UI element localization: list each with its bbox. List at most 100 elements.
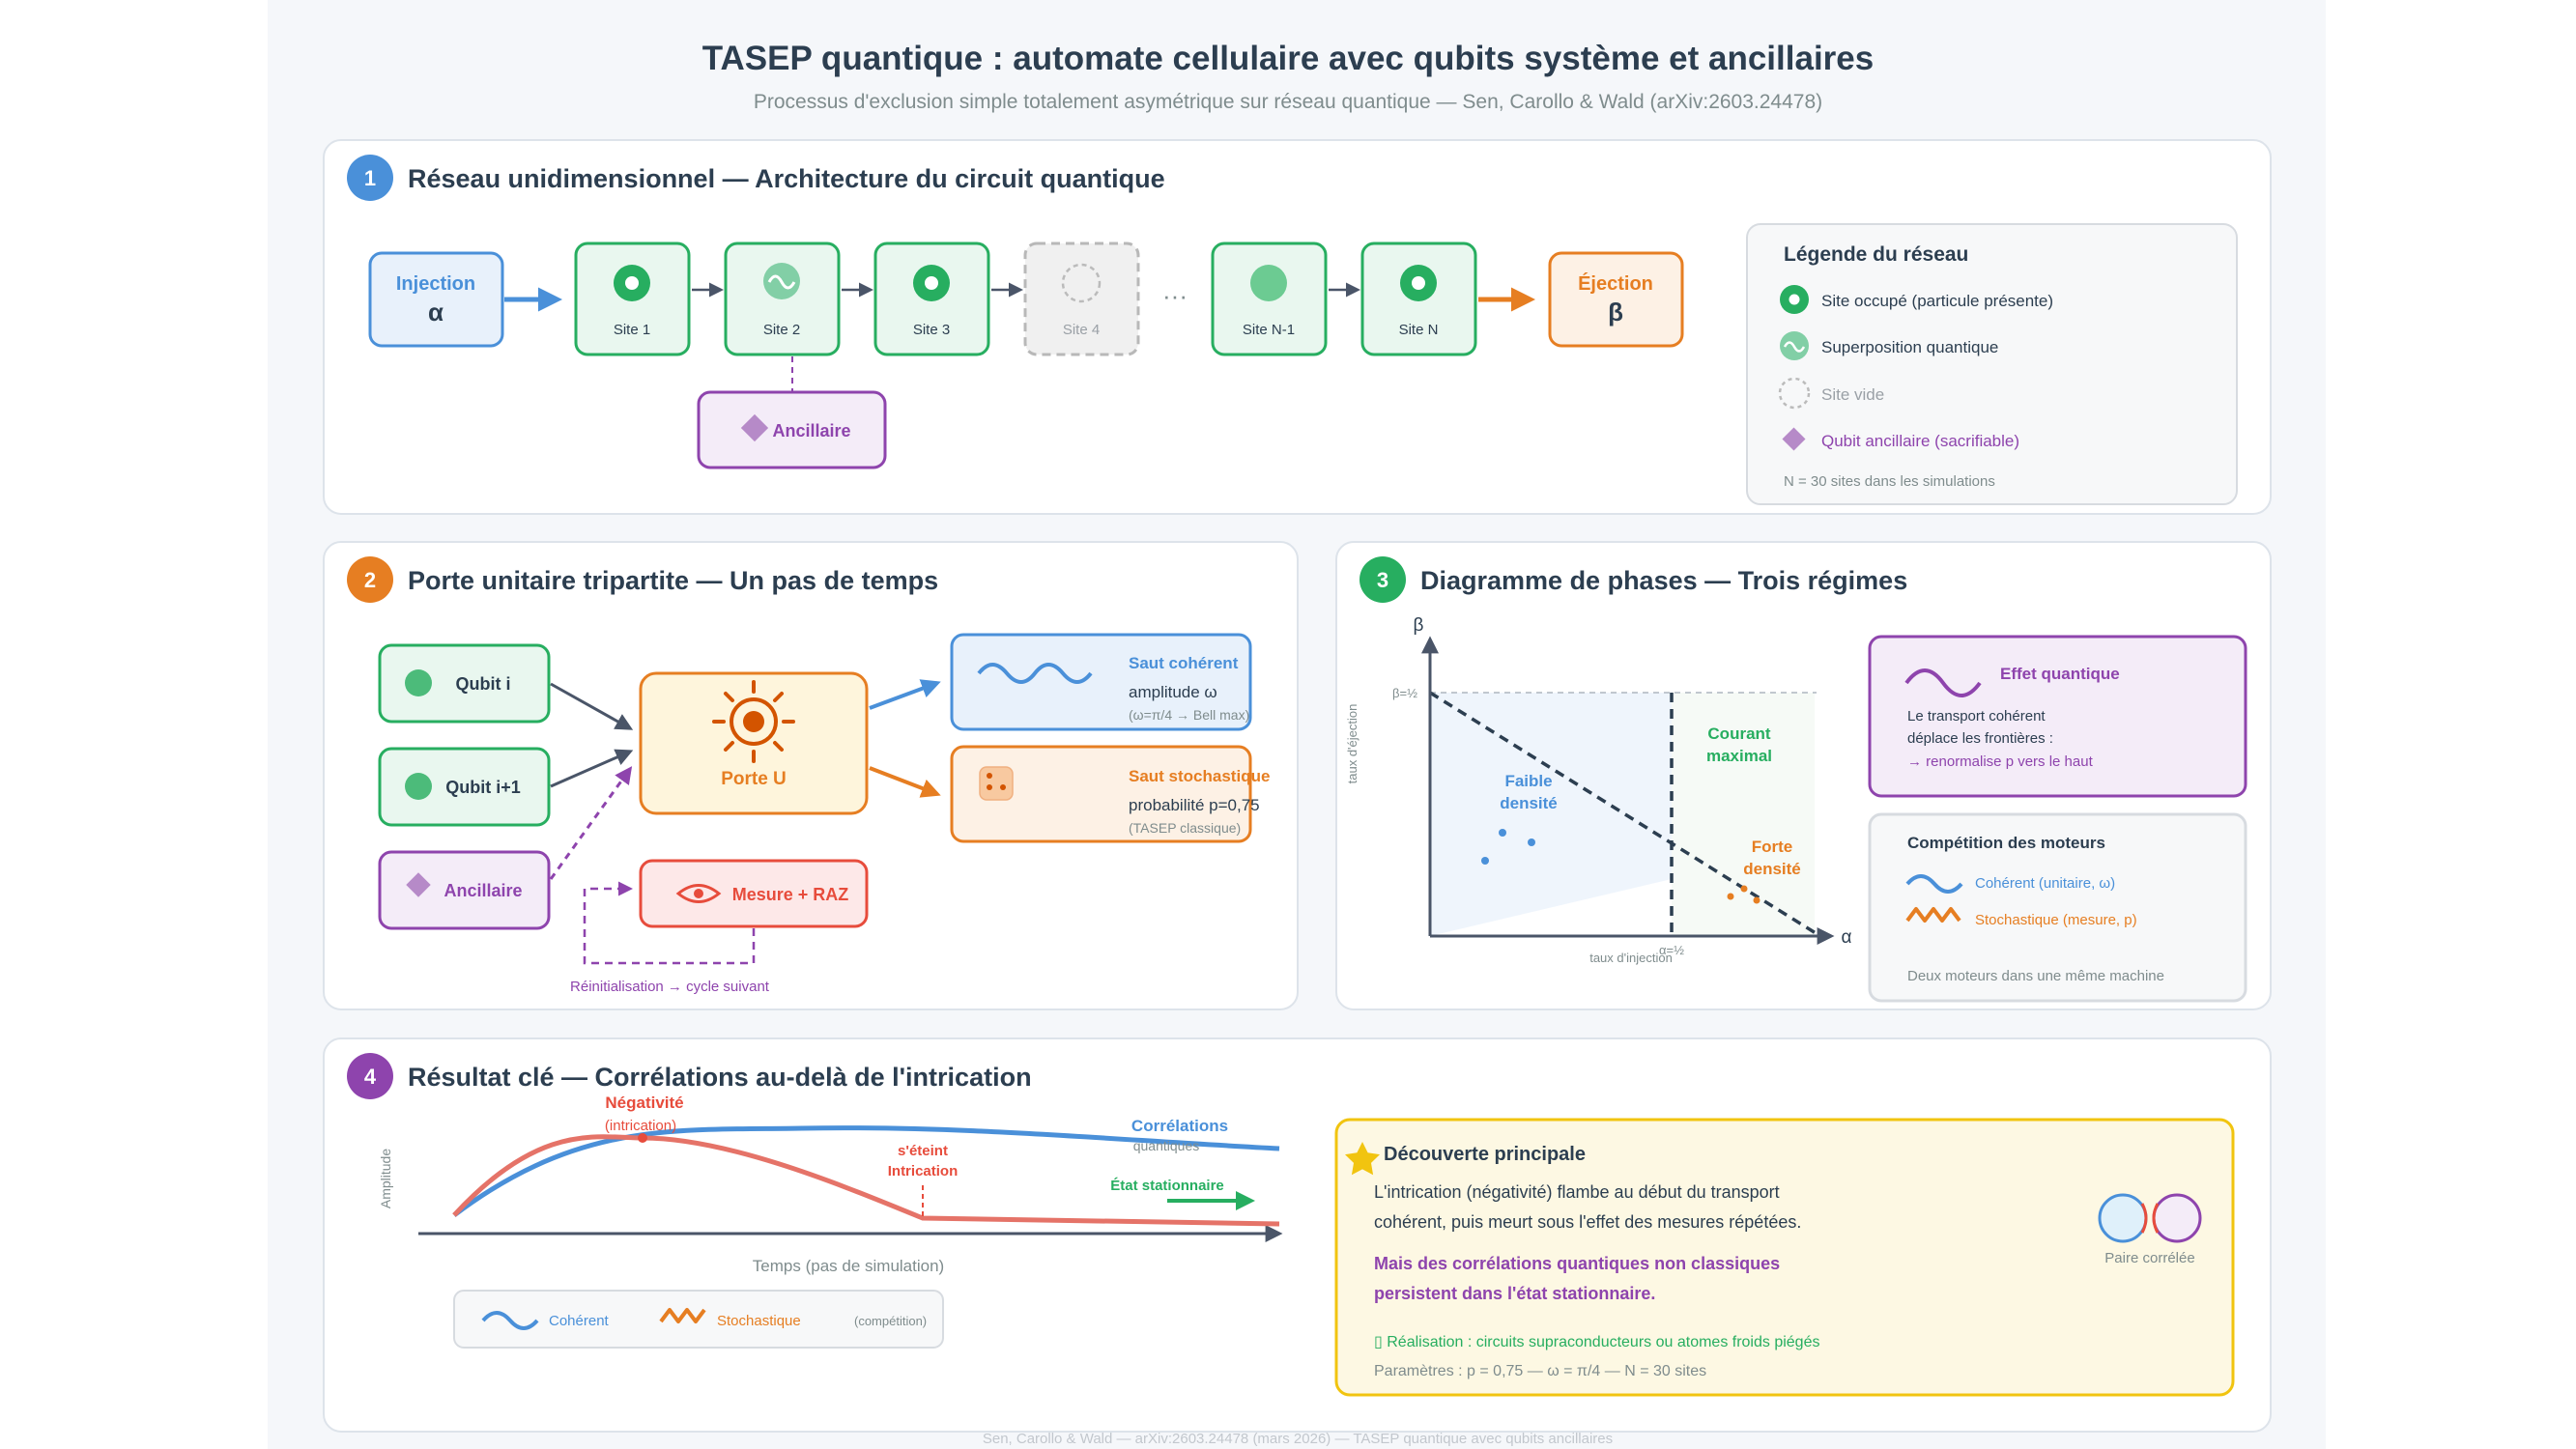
coherent-wave-icon: [1905, 874, 1963, 894]
correlations-curve: [452, 1125, 1280, 1217]
ejection-box: Éjection β: [1548, 251, 1684, 348]
empty-site-icon: [1061, 263, 1102, 303]
qubit-i-box: Qubit i: [378, 643, 551, 724]
page-subtitle: Processus d'exclusion simple totalement …: [754, 91, 1822, 113]
svg-text:Site N: Site N: [1399, 322, 1439, 338]
svg-text:Cohérent (unitaire, ω): Cohérent (unitaire, ω): [1975, 875, 2115, 892]
svg-text:densité: densité: [1500, 794, 1558, 812]
svg-text:Éjection: Éjection: [1578, 272, 1653, 295]
svg-text:Site 4: Site 4: [1063, 322, 1100, 338]
occupied-site-icon: [1250, 265, 1287, 301]
section-phase-diagram: 3 Diagramme de phases — Trois régimes β …: [1335, 541, 2272, 1010]
section-gate: 2 Porte unitaire tripartite — Un pas de …: [323, 541, 1299, 1010]
svg-text:α: α: [1842, 927, 1852, 948]
ancilla-diamond-icon: [406, 872, 431, 897]
svg-text:s'éteint: s'éteint: [898, 1143, 948, 1159]
svg-text:probabilité p=0,75: probabilité p=0,75: [1129, 796, 1260, 814]
empty-site-icon: [1778, 377, 1811, 410]
svg-text:N = 30 sites dans les simulati: N = 30 sites dans les simulations: [1784, 473, 1995, 490]
ellipsis: ···: [1162, 281, 1188, 310]
coherent-jump-box: Saut cohérent amplitude ω (ω=π/4 → Bell …: [950, 633, 1252, 731]
svg-text:Site 2: Site 2: [763, 322, 800, 338]
site-3: Site 3: [873, 242, 990, 356]
svg-text:(ω=π/4 → Bell max): (ω=π/4 → Bell max): [1129, 707, 1249, 723]
svg-text:Courant: Courant: [1707, 724, 1771, 743]
section-4-title: Résultat clé — Corrélations au-delà de l…: [408, 1063, 1032, 1092]
site-4: Site 4: [1023, 242, 1140, 356]
stochastic-zigzag-icon: [1905, 907, 1961, 923]
ancilla-gate-box: Ancillaire: [378, 850, 551, 930]
svg-text:Saut stochastique: Saut stochastique: [1129, 767, 1270, 785]
svg-text:Intrication: Intrication: [888, 1163, 959, 1179]
svg-text:Qubit ancillaire (sacrifiable): Qubit ancillaire (sacrifiable): [1821, 432, 2019, 450]
svg-text:β: β: [1414, 615, 1424, 636]
svg-text:Temps (pas de simulation): Temps (pas de simulation): [753, 1257, 944, 1275]
svg-text:Superposition quantique: Superposition quantique: [1821, 338, 1998, 356]
svg-text:densité: densité: [1743, 860, 1801, 878]
quantum-effect-box: Effet quantique Le transport cohérent dé…: [1868, 635, 2247, 798]
site-2: Site 2: [724, 242, 841, 356]
time-plot: Amplitude Temps (pas de simulation) Néga…: [378, 1094, 1283, 1275]
svg-text:Découverte principale: Découverte principale: [1384, 1144, 1586, 1165]
footer-citation: Sen, Carollo & Wald — arXiv:2603.24478 (…: [983, 1431, 1613, 1447]
svg-text:cohérent, puis meurt sous l'ef: cohérent, puis meurt sous l'effet des me…: [1374, 1212, 1801, 1232]
sun-gear-icon: [712, 680, 795, 763]
svg-text:β: β: [1608, 298, 1623, 327]
svg-text:maximal: maximal: [1706, 747, 1772, 765]
star-icon: [1345, 1142, 1380, 1176]
section-4-number: 4: [364, 1065, 377, 1089]
svg-text:Porte U: Porte U: [721, 769, 787, 789]
negativity-curve: [452, 1134, 1280, 1227]
svg-text:α: α: [428, 298, 444, 327]
engine-competition-box: Compétition des moteurs Cohérent (unitai…: [1868, 812, 2247, 1003]
site-1: Site 1: [574, 242, 691, 356]
svg-text:Le transport cohérent: Le transport cohérent: [1907, 708, 2046, 724]
svg-text:Cohérent: Cohérent: [549, 1313, 610, 1329]
svg-text:(compétition): (compétition): [854, 1314, 927, 1328]
svg-text:Site 3: Site 3: [913, 322, 950, 338]
page-title: TASEP quantique : automate cellulaire av…: [702, 40, 1874, 77]
svg-text:Stochastique (mesure, p): Stochastique (mesure, p): [1975, 912, 2137, 928]
svg-text:L'intrication (négativité) fla: L'intrication (négativité) flambe au déb…: [1374, 1182, 1780, 1202]
section-3-title: Diagramme de phases — Trois régimes: [1420, 566, 1907, 595]
section-1-number: 1: [364, 166, 376, 190]
stochastic-zigzag-icon: [659, 1308, 706, 1323]
svg-text:β=½: β=½: [1392, 686, 1417, 700]
ancilla-diamond-icon: [1782, 427, 1806, 451]
measure-reset-box: Mesure + RAZ: [639, 859, 869, 928]
wave-icon: [1904, 668, 1982, 697]
correlated-pair-icon: [2098, 1193, 2202, 1243]
section-2-title: Porte unitaire tripartite — Un pas de te…: [408, 566, 938, 595]
svg-text:Légende du réseau: Légende du réseau: [1784, 243, 1968, 266]
svg-text:État stationnaire: État stationnaire: [1110, 1178, 1224, 1194]
svg-text:Mesure + RAZ: Mesure + RAZ: [732, 885, 849, 904]
svg-text:Mais des corrélations quantiqu: Mais des corrélations quantiques non cla…: [1374, 1254, 1780, 1273]
svg-text:taux d'éjection: taux d'éjection: [1345, 704, 1360, 784]
site-n: Site N: [1360, 242, 1477, 356]
svg-text:Site occupé (particule présent: Site occupé (particule présente): [1821, 292, 2053, 310]
svg-text:quantiques: quantiques: [1133, 1138, 1200, 1153]
svg-text:Site vide: Site vide: [1821, 385, 1884, 404]
svg-text:amplitude ω: amplitude ω: [1129, 683, 1217, 701]
wave-icon: [977, 663, 1093, 684]
svg-text:→ renormalise p vers le haut: → renormalise p vers le haut: [1907, 753, 2094, 770]
svg-text:taux d'injection: taux d'injection: [1589, 951, 1673, 965]
svg-text:Effet quantique: Effet quantique: [2000, 665, 2120, 683]
section-3-number: 3: [1377, 568, 1388, 592]
gate-u-box: Porte U: [639, 671, 869, 815]
svg-text:Forte: Forte: [1752, 838, 1793, 856]
eye-icon: [675, 884, 722, 903]
section-1-badge: [347, 155, 393, 201]
svg-text:Injection: Injection: [396, 273, 475, 295]
injection-box: Injection α: [368, 251, 504, 348]
svg-text:Ancillaire: Ancillaire: [772, 421, 850, 440]
section-2-number: 2: [364, 568, 376, 592]
svg-text:Paramètres : p = 0,75 — ω = π/: Paramètres : p = 0,75 — ω = π/4 — N = 30…: [1374, 1363, 1706, 1379]
svg-text:α=½: α=½: [1659, 943, 1684, 957]
lattice-legend: Légende du réseau Site occupé (particule…: [1746, 223, 2238, 505]
coherent-wave-icon: [481, 1311, 539, 1330]
svg-text:Saut cohérent: Saut cohérent: [1129, 654, 1239, 672]
qubit-icon: [405, 773, 432, 800]
discovery-box: Découverte principale L'intrication (nég…: [1334, 1118, 2235, 1397]
ancilla-box: Ancillaire: [697, 390, 887, 469]
